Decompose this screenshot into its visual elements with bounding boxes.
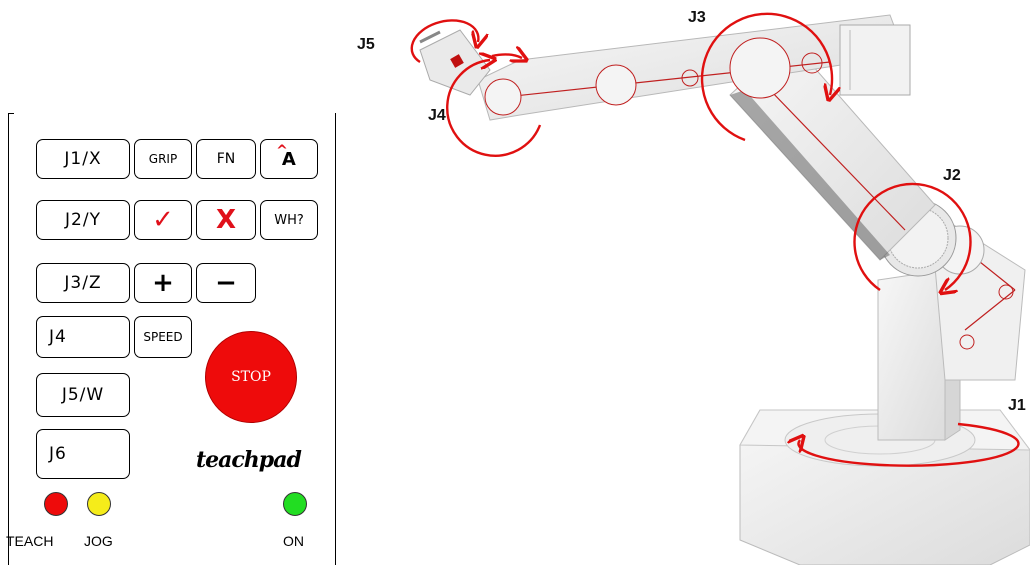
speed-key[interactable]: SPEED [134,316,192,358]
jog-led-label: JOG [84,533,113,549]
minus-key[interactable]: − [196,263,256,303]
cancel-key[interactable]: X [196,200,256,240]
j6-key[interactable]: J6 [36,429,130,479]
home-icon: ^ [276,143,288,159]
j5-label: J5 [357,36,375,53]
jog-led [87,492,111,516]
grip-key[interactable]: GRIP [134,139,192,179]
joint-arrows [410,12,1020,467]
j4-key[interactable]: J4 [36,316,130,358]
j5-rotation-arrow [410,19,479,64]
on-led [283,492,307,516]
cross-icon: X [215,205,237,235]
checkmark-icon: ✓ [152,205,174,235]
j1-x-key[interactable]: J1/X [36,139,130,179]
j5-w-key[interactable]: J5/W [36,373,130,417]
stop-button[interactable]: STOP [205,331,297,423]
j2-label: J2 [943,167,961,184]
teach-led [44,492,68,516]
j3-label: J3 [688,9,706,26]
j1-rotation-arrow [798,422,1020,467]
robot-wrist [419,29,491,96]
j2-y-key[interactable]: J2/Y [36,200,130,240]
j5-secondary-arrow [491,54,522,58]
teach-led-label: TEACH [6,533,54,549]
plus-key[interactable]: + [134,263,192,303]
where-key[interactable]: WH? [260,200,318,240]
fn-key[interactable]: FN [196,139,256,179]
panel-border-left [8,113,9,565]
j3-z-key[interactable]: J3/Z [36,263,130,303]
j4-rotation-arrow [446,60,542,157]
panel-border-top [8,113,14,114]
teachpad-panel: J1/X GRIP FN ^A J2/Y ✓ X WH? J3/Z + − J4… [6,113,338,565]
j4-label: J4 [428,107,446,124]
j1-label: J1 [1008,397,1026,414]
j2-rotation-arrow [853,182,972,290]
panel-border-right [335,113,336,565]
robot-forearm [477,14,911,121]
home-key-label: A [281,148,296,170]
ok-key[interactable]: ✓ [134,200,192,240]
home-key[interactable]: ^A [260,139,318,179]
j3-rotation-arrow [700,12,832,142]
on-led-label: ON [283,533,304,549]
teachpad-logo: teachpad [196,447,302,473]
